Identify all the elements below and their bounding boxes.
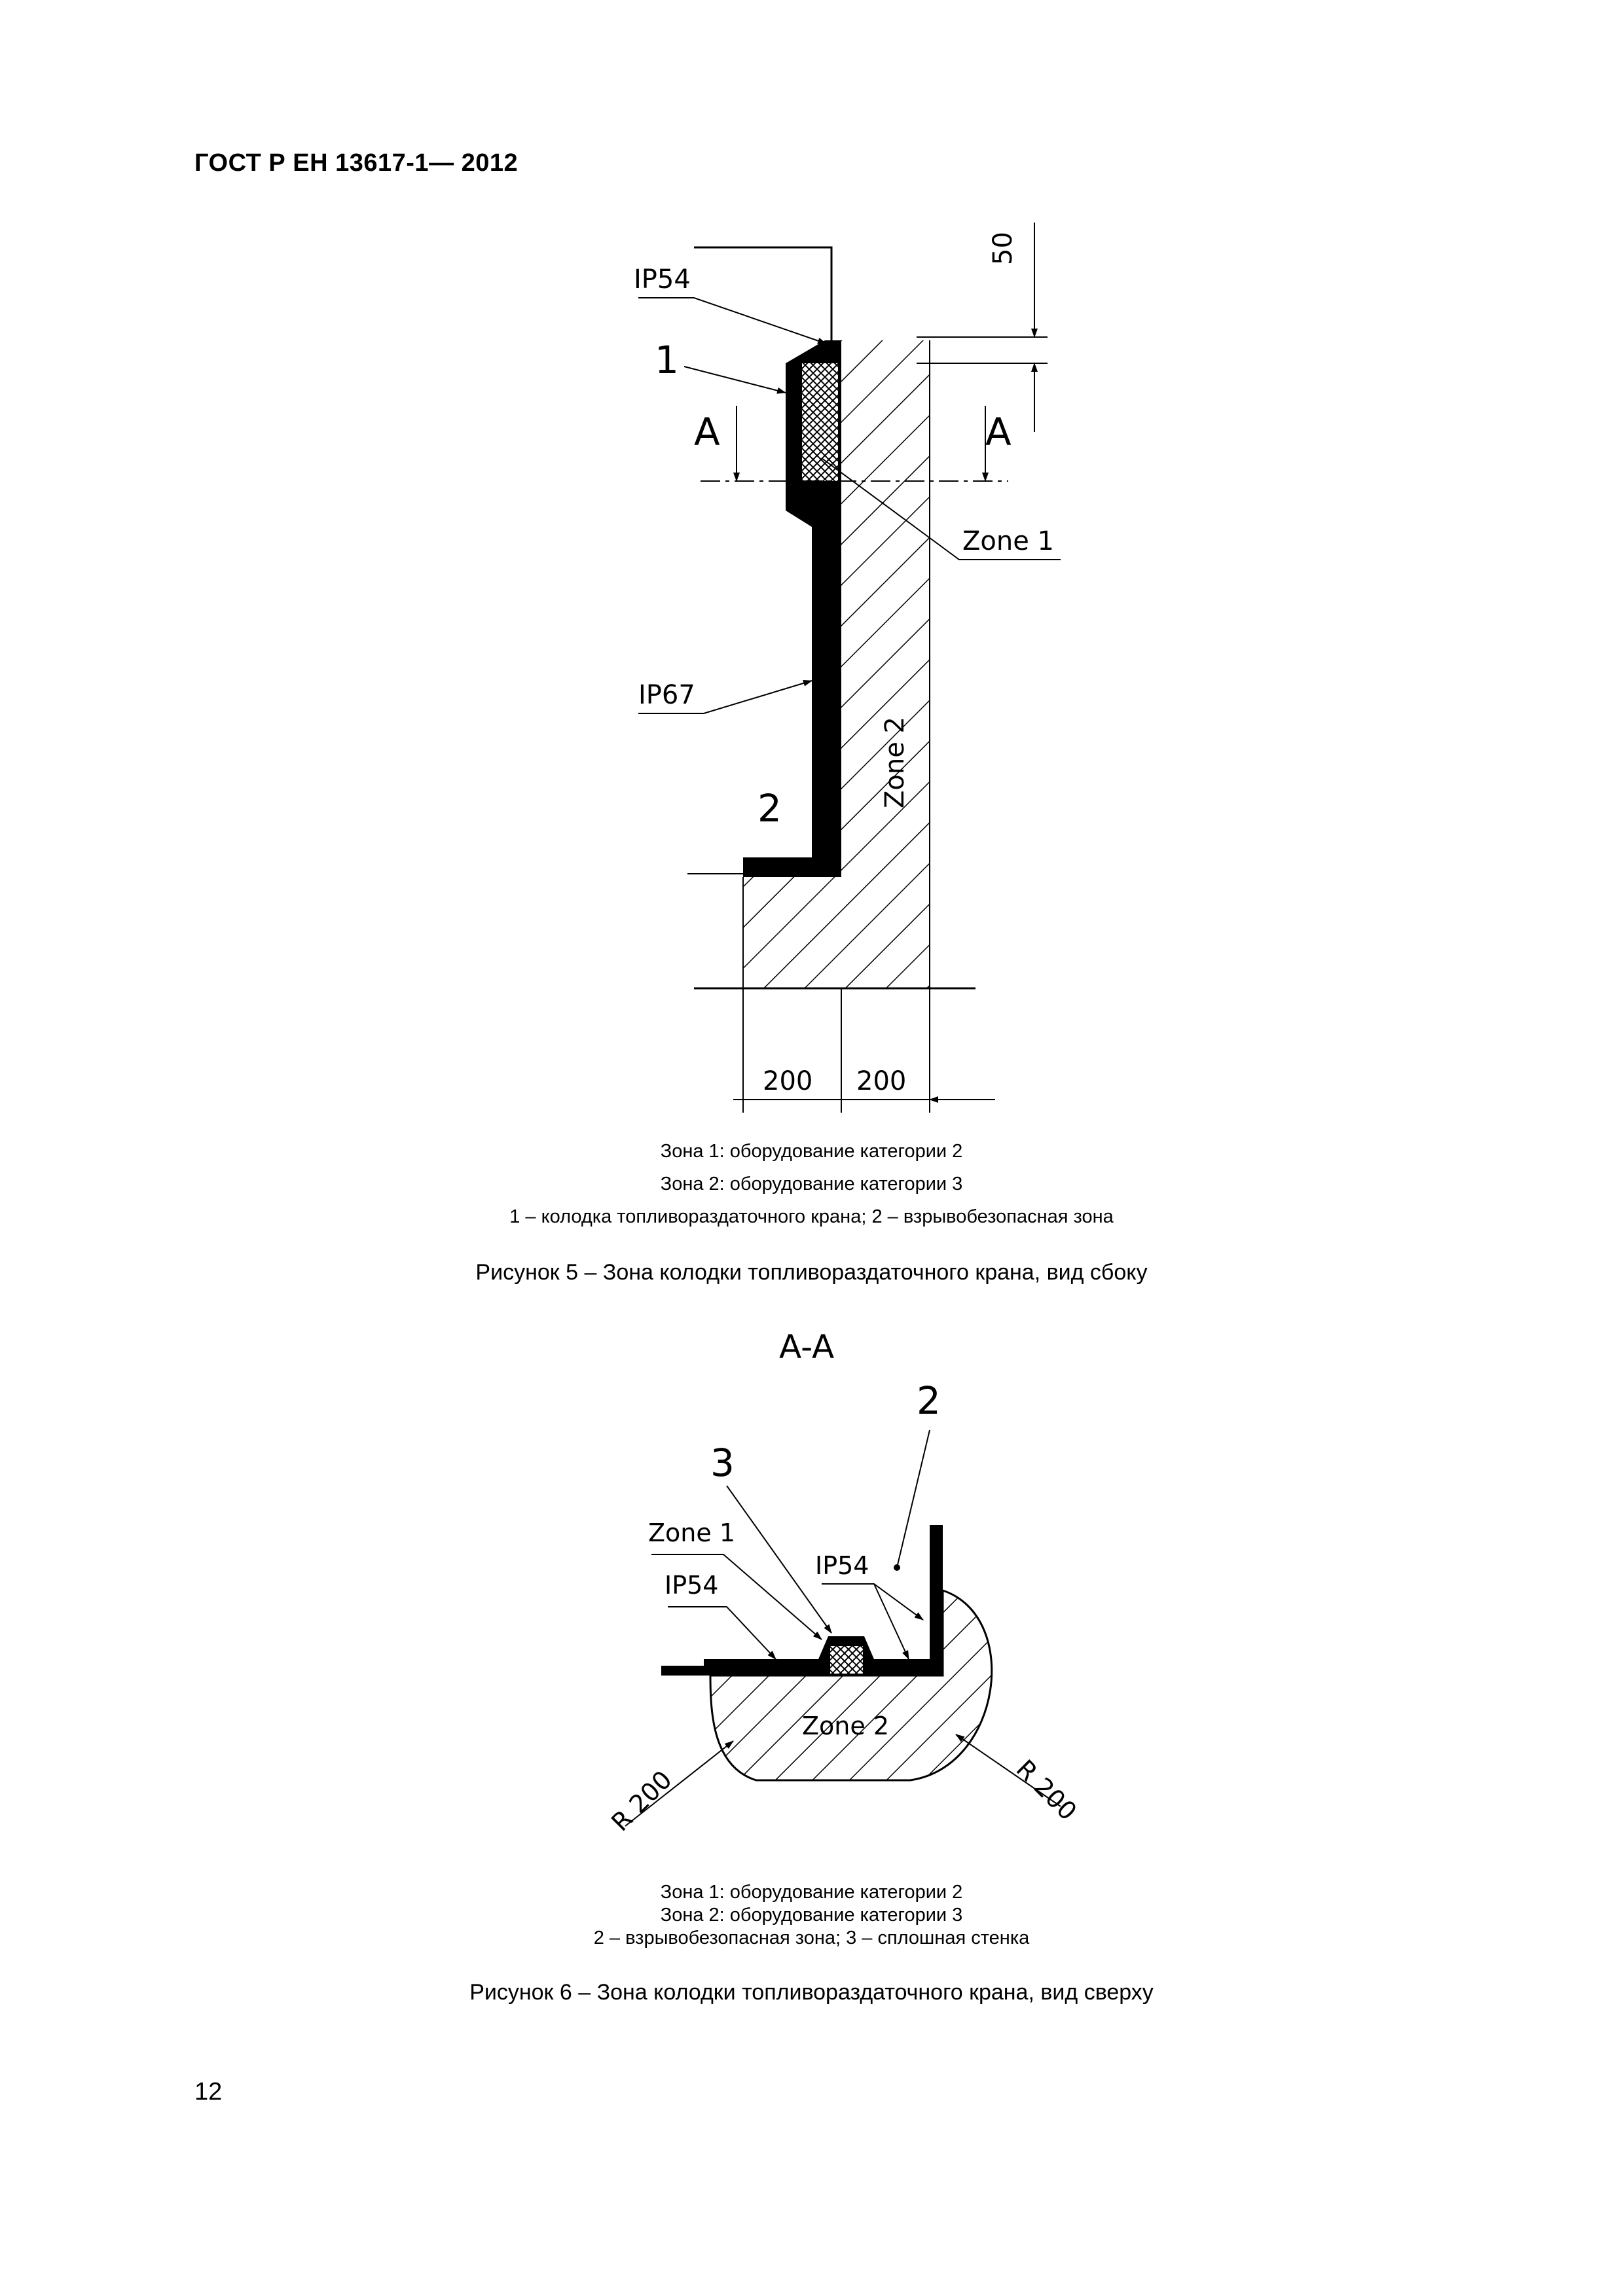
figure-6-caption-line-1: Зона 1: оборудование категории 2 [660,1882,963,1903]
label-item-1: 1 [655,338,679,382]
figure-5-drawing: IP54 1 A A Zone 1 IP67 Zone 2 2 50 200 2… [634,223,1061,1113]
label-dim-50: 50 [988,232,1018,265]
figure-6-title: Рисунок 6 – Зона колодки топливораздаточ… [469,1980,1154,2005]
page-number: 12 [194,2078,223,2106]
figure-5-caption-line-3: 1 – колодка топливораздаточного крана; 2… [509,1206,1114,1227]
label-dim-200-left: 200 [763,1066,812,1096]
zone-1-crosshatch [802,363,838,481]
label-radius-left: R 200 [606,1765,678,1837]
figure-5-title: Рисунок 5 – Зона колодки топливораздаточ… [475,1260,1148,1285]
label-dim-200-right: 200 [856,1066,906,1096]
dispenser-wall-section [661,1525,943,1676]
zone-2-hatch-wall [841,340,930,988]
zone-2-hatch-base [743,877,841,988]
figure-6-caption-line-3: 2 – взрывобезопасная зона; 3 – сплошная … [593,1928,1030,1948]
label-zone-1-top: Zone 1 [648,1518,735,1547]
label-zone-1: Zone 1 [962,526,1054,556]
figure-5-caption-line-1: Зона 1: оборудование категории 2 [660,1141,963,1162]
label-section-a-left: A [694,410,720,454]
figure-5-caption-line-2: Зона 2: оборудование категории 3 [660,1174,963,1194]
label-section-a-right: A [985,410,1012,454]
figure-6-caption-line-2: Зона 2: оборудование категории 3 [660,1905,963,1926]
figure-6-drawing: A-A 2 3 Zone 1 IP54 IP54 Zone 2 R 200 R … [606,1328,1083,1837]
label-item-2-top: 2 [917,1378,941,1423]
label-ip54-left: IP54 [665,1571,718,1600]
document-header: ГОСТ Р ЕН 13617-1— 2012 [194,149,519,177]
label-radius-right: R 200 [1011,1754,1083,1826]
zone-1-crosshatch-section [830,1646,863,1674]
zone-2-shape [709,1588,993,1782]
label-ip67: IP67 [638,680,695,710]
label-zone-2: Zone 2 [880,717,910,808]
label-item-2: 2 [757,786,782,831]
label-ip54-right: IP54 [815,1551,869,1580]
label-section-aa: A-A [779,1328,834,1366]
label-ip54: IP54 [634,264,691,295]
label-zone-2-top: Zone 2 [802,1712,889,1740]
label-item-3: 3 [710,1441,735,1485]
